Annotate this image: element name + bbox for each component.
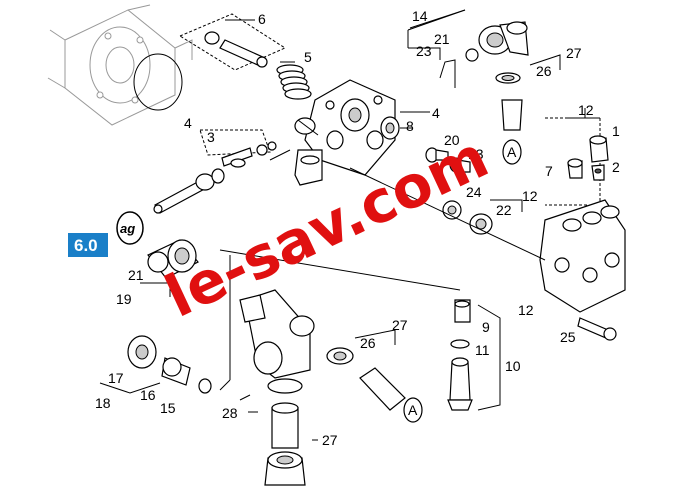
- label-27b: 27: [392, 317, 408, 333]
- o-ring-11: [450, 339, 470, 349]
- ref-marker-A-top: A: [502, 139, 522, 165]
- label-8: 8: [406, 118, 414, 134]
- label-13: 13: [468, 146, 484, 162]
- label-2: 2: [612, 159, 620, 175]
- bracket-23: [439, 59, 456, 88]
- label-12a: 12: [522, 188, 538, 204]
- connector-17: [127, 335, 157, 369]
- label-16: 16: [140, 387, 156, 403]
- motor-flange: [47, 4, 193, 126]
- label-15: 15: [160, 400, 176, 416]
- pump-block-12: [539, 199, 626, 313]
- bypass-piston-parts: [153, 129, 277, 214]
- valve-9: [454, 299, 471, 323]
- spring-5: [276, 61, 312, 100]
- hose-segment: [359, 367, 406, 411]
- o-ring-28: [267, 378, 303, 394]
- label-23: 23: [416, 43, 432, 59]
- label-5: 5: [304, 49, 312, 65]
- inlet-tee-28: [239, 289, 315, 379]
- clamp-26: [326, 347, 354, 365]
- label-14: 14: [412, 8, 428, 24]
- valve-13: [449, 157, 471, 173]
- label-24: 24: [466, 184, 482, 200]
- valve-plugs-1-2-7: [545, 108, 609, 206]
- label-27a: 27: [566, 45, 582, 61]
- label-20: 20: [444, 132, 460, 148]
- ag-label: ag: [120, 221, 135, 236]
- o-ring-15: [198, 378, 212, 394]
- seal-ring-8: [380, 116, 412, 140]
- assembly-guide-lines: [219, 149, 546, 401]
- label-12b: 12: [578, 102, 594, 118]
- label-21b: 21: [128, 267, 144, 283]
- label-17: 17: [108, 370, 124, 386]
- hose-connector-21: [147, 239, 199, 279]
- label-26a: 26: [536, 63, 552, 79]
- label-3: 3: [207, 129, 215, 145]
- hose-clamp-27: [495, 72, 521, 84]
- valve-20: [425, 147, 449, 163]
- label-19: 19: [116, 291, 132, 307]
- o-ring-21: [465, 48, 479, 62]
- o-ring-large: [133, 53, 183, 111]
- label-9: 9: [482, 319, 490, 335]
- ref-marker-label: A: [507, 144, 517, 160]
- label-28: 28: [222, 405, 238, 421]
- label-leaders: [99, 9, 600, 441]
- label-1: 1: [612, 123, 620, 139]
- section-badge-label: 6.0: [74, 236, 98, 255]
- valve-10: [447, 357, 473, 411]
- ref-marker-label-2: A: [408, 402, 418, 418]
- piston-guide-box-6: [178, 13, 287, 71]
- nut-22: [469, 213, 493, 235]
- valve-24: [442, 200, 462, 220]
- ref-marker-A-bottom: A: [403, 397, 423, 423]
- label-21a: 21: [434, 31, 450, 47]
- label-12c: 12: [518, 302, 534, 318]
- label-6: 6: [258, 11, 266, 27]
- screw-25: [577, 317, 617, 341]
- label-25: 25: [560, 329, 576, 345]
- label-4a: 4: [432, 105, 440, 121]
- label-18: 18: [95, 395, 111, 411]
- label-22: 22: [496, 202, 512, 218]
- label-7: 7: [545, 163, 553, 179]
- label-4b: 4: [184, 115, 192, 131]
- ag-oval-marker: ag: [116, 211, 144, 245]
- label-27c: 27: [322, 432, 338, 448]
- label-26b: 26: [360, 335, 376, 351]
- valve-housing-14: [407, 9, 529, 56]
- part-number-labels: 6 5 14 21 23 27 26 4 8 4 3 20 13 24 12 2…: [95, 8, 620, 448]
- label-11: 11: [475, 342, 490, 358]
- sleeve-27: [264, 402, 306, 486]
- label-10: 10: [505, 358, 521, 374]
- section-badge: 6.0: [68, 233, 108, 257]
- nipple-16: [161, 357, 191, 386]
- pump-cylinder-head: [294, 79, 396, 186]
- hose-piece: [501, 99, 523, 131]
